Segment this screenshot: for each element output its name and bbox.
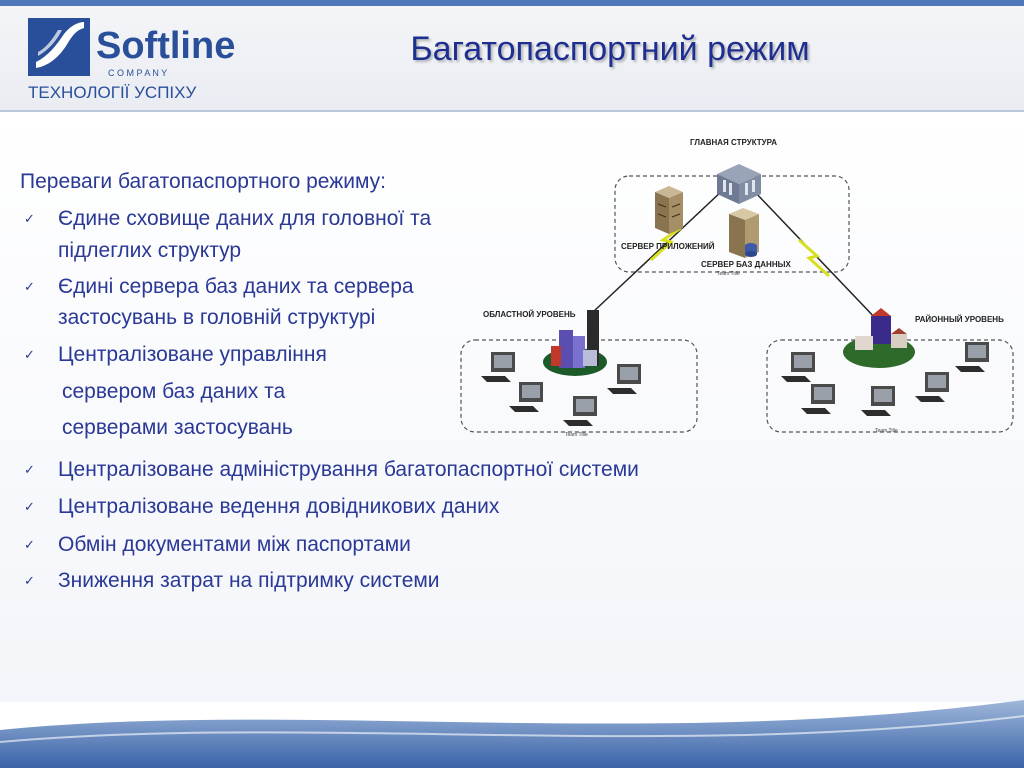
district-town-icon <box>843 308 915 368</box>
list-item-text: Централізоване управління <box>58 343 327 366</box>
regional-city-icon <box>543 310 607 376</box>
check-icon: ✓ <box>24 279 35 294</box>
top-accent-bar <box>0 0 1024 6</box>
list-item-text: Централізоване адміністрування багатопас… <box>58 458 639 481</box>
check-icon: ✓ <box>24 537 35 552</box>
lightning-icon <box>649 226 682 262</box>
list-item-text: Зниження затрат на підтримку системи <box>58 569 440 592</box>
check-icon: ✓ <box>24 573 35 588</box>
workstation-icon <box>801 384 835 414</box>
list-item-text: Єдине сховище даних для головної та <box>58 207 432 230</box>
main-structure-label: ГЛАВНАЯ СТРУКТУРА <box>690 138 778 147</box>
logo-brand: Softline <box>96 25 235 67</box>
db-server-icon <box>729 208 759 258</box>
footer-wave <box>0 700 1024 768</box>
workstation-icon <box>915 372 949 402</box>
list-item-continuation: сервером баз даних та <box>62 380 286 403</box>
network-diagram: ГЛАВНАЯ СТРУКТУРА СЕРВЕР ПРИЛОЖЕНИЙ СЕРВ… <box>455 130 1020 440</box>
workstation-icon <box>781 352 815 382</box>
main-building-icon <box>717 164 761 204</box>
group-caption: Team Title <box>875 428 898 434</box>
check-icon: ✓ <box>24 462 35 477</box>
regional-group <box>460 339 698 433</box>
district-level-label: РАЙОННЫЙ УРОВЕНЬ <box>915 315 1004 324</box>
link-main-regional <box>592 189 724 313</box>
header <box>0 6 1024 110</box>
app-server-icon <box>655 186 683 234</box>
workstation-icon <box>481 352 515 382</box>
group-caption: Team Title <box>565 432 588 438</box>
page-title: Багатопаспортний режим <box>410 30 810 68</box>
list-item-continuation: серверами застосувань <box>62 416 293 439</box>
diagram-graphics <box>460 164 1014 433</box>
lightning-icon <box>798 238 831 278</box>
list-item-continuation: застосувань в головній структурі <box>58 306 376 329</box>
header-divider <box>0 110 1024 112</box>
app-server-label: СЕРВЕР ПРИЛОЖЕНИЙ <box>621 242 715 251</box>
workstation-icon <box>509 382 543 412</box>
check-icon: ✓ <box>24 211 35 226</box>
list-item-continuation: підлеглих структур <box>58 239 242 262</box>
workstation-icon <box>955 342 989 372</box>
subtitle: Переваги багатопаспортного режиму: <box>20 170 386 193</box>
regional-level-label: ОБЛАСТНОЙ УРОВЕНЬ <box>483 310 576 319</box>
db-server-label: СЕРВЕР БАЗ ДАННЫХ <box>701 260 791 269</box>
list-item-text: Обмін документами між паспортами <box>58 533 411 556</box>
list-item-text: Єдині сервера баз даних та сервера <box>58 275 414 298</box>
logo-tagline: ТЕХНОЛОГІЇ УСПІХУ <box>28 83 196 102</box>
check-icon: ✓ <box>24 347 35 362</box>
workstation-icon <box>563 396 597 426</box>
softline-logo: Softline C O M P A N Y ТЕХНОЛОГІЇ УСПІХУ <box>28 18 235 102</box>
logo-company: C O M P A N Y <box>108 68 167 78</box>
workstation-icon <box>607 364 641 394</box>
list-item-text: Централізоване ведення довідникових дани… <box>58 495 500 518</box>
workstation-icon <box>861 386 895 416</box>
check-icon: ✓ <box>24 499 35 514</box>
group-caption: Team Title <box>717 271 740 277</box>
main-structure-group <box>614 175 850 273</box>
